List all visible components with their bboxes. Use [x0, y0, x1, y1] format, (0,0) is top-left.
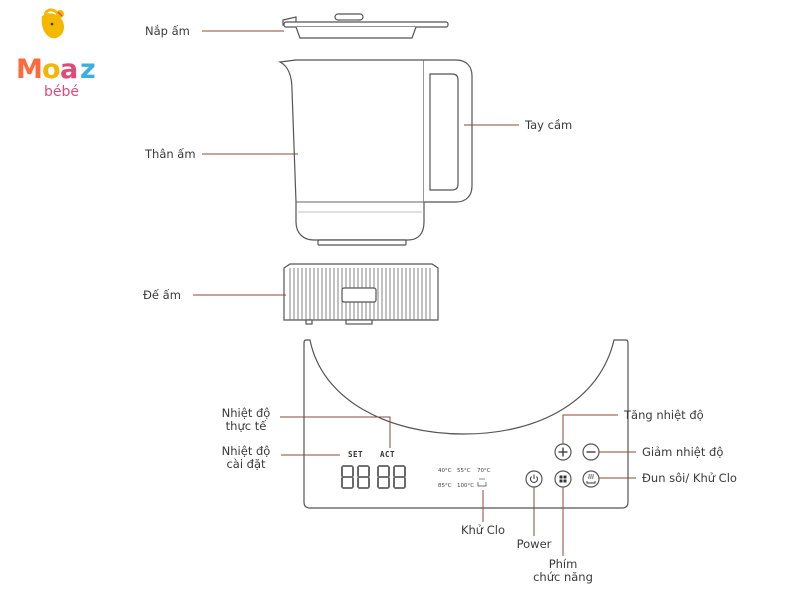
- label-increase-temp: Tăng nhiệt độ: [623, 408, 704, 422]
- temp-option-85: 85°C: [438, 483, 452, 489]
- label-actual-temp-line1: Nhiệt độ: [222, 406, 271, 420]
- set-indicator: SET: [348, 450, 363, 459]
- label-dechlorine: Khử Clo: [461, 523, 505, 537]
- label-handle: Tay cầm: [524, 118, 572, 132]
- label-function-line2: chức năng: [533, 570, 593, 584]
- kettle-lid: [282, 13, 449, 39]
- elephant-mascot-icon: [41, 8, 64, 39]
- label-set-temp-line2: cài đặt: [226, 457, 266, 471]
- seven-segment-display: [341, 465, 406, 489]
- label-boil-dechlorine: Đun sôi/ Khử Clo: [642, 471, 737, 485]
- display-digit: [341, 465, 354, 489]
- temp-option-40: 40°C: [438, 468, 452, 474]
- part-labels: Nắp ấm Thân ấm Tay cầm Đế ấm Nhiệt độ th…: [143, 24, 737, 584]
- power-button[interactable]: [525, 470, 543, 488]
- decrease-temp-button[interactable]: [582, 443, 600, 461]
- function-grid-icon: [559, 475, 567, 483]
- function-button[interactable]: [554, 470, 572, 488]
- logo-letter-z: z: [80, 54, 96, 85]
- logo-letter-o: o: [42, 54, 61, 85]
- leader-lines: [193, 30, 636, 556]
- label-body: Thân ấm: [144, 147, 196, 161]
- label-decrease-temp: Giảm nhiệt độ: [642, 445, 723, 459]
- display-digit: [393, 465, 406, 489]
- display-digit: [377, 465, 390, 489]
- display-digit: [357, 465, 370, 489]
- label-base: Đế ấm: [143, 288, 181, 302]
- kettle-body: [277, 59, 425, 246]
- kettle-base: [283, 263, 439, 325]
- kettle-handle: [424, 59, 473, 203]
- plus-icon: [558, 447, 568, 457]
- label-set-temp-line1: Nhiệt độ: [222, 444, 271, 458]
- temp-option-55: 55°C: [457, 468, 471, 474]
- label-power: Power: [517, 537, 552, 551]
- base-ribs: [289, 268, 431, 320]
- boil-icon: [586, 473, 596, 484]
- act-indicator: ACT: [380, 450, 395, 459]
- increase-temp-button[interactable]: [554, 443, 572, 461]
- power-icon: [530, 474, 538, 483]
- logo-subtitle: bébé: [44, 84, 79, 100]
- temp-option-100: 100°C: [457, 483, 474, 489]
- dechlorine-icon: [477, 478, 487, 487]
- label-function-line1: Phím: [549, 557, 578, 571]
- label-lid: Nắp ấm: [145, 24, 190, 38]
- temp-option-70: 70°C: [477, 468, 491, 474]
- boil-button[interactable]: [582, 470, 600, 488]
- control-panel: SET ACT 40°C 55°C 70°C 85°C 100°C: [303, 339, 629, 509]
- brand-logo: M o a z bébé: [16, 8, 96, 100]
- logo-letter-m: M: [16, 54, 43, 85]
- logo-letter-a: a: [60, 54, 78, 85]
- label-actual-temp-line2: thực tế: [226, 419, 268, 433]
